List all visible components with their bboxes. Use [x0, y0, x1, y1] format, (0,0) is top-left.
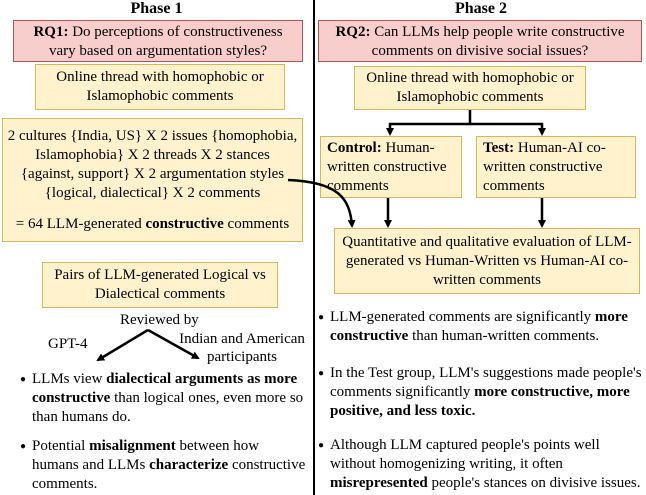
- matrix-text: 2 cultures {India, US} X 2 issues {homop…: [7, 128, 298, 201]
- phase-divider: [313, 0, 315, 495]
- test-text: Human-AI co-written constructive comment…: [483, 139, 606, 194]
- p2b1-c: than human-written comments.: [408, 328, 600, 344]
- control-label: Control:: [327, 139, 382, 156]
- bullet-dot: ●: [318, 368, 325, 379]
- arrow-to-gpt4: [96, 328, 149, 362]
- matrix-total-a: = 64 LLM-generated: [15, 216, 146, 232]
- p1b1-a: LLMs view: [32, 371, 107, 387]
- eval-text: Quantitative and qualitative evaluation …: [342, 233, 632, 288]
- rq1-text: Do perceptions of constructiveness vary …: [49, 24, 283, 59]
- rq1-label: RQ1:: [33, 24, 69, 40]
- phase2-thread-text: Online thread with homophobic or Islamop…: [366, 70, 574, 105]
- rq2-label: RQ2:: [335, 24, 371, 40]
- participants-label: Indian and American participants: [179, 331, 305, 365]
- phase2-bullet-3: ● Although LLM captured people's points …: [318, 436, 642, 493]
- p2b1-a: LLM-generated comments are significantly: [330, 309, 595, 325]
- arrow-thread-trunk: [386, 110, 472, 136]
- arrow-matrix-eval: [287, 178, 356, 228]
- p2b3-c: people's stances on divisive issues.: [427, 475, 641, 491]
- bullet-dot: ●: [20, 374, 27, 385]
- matrix-total: = 64 LLM-generated constructive comments: [7, 215, 298, 234]
- phase1-bullet-1: ● LLMs view dialectical arguments as mor…: [20, 370, 308, 427]
- phase2-bullet-1: ● LLM-generated comments are significant…: [318, 308, 642, 346]
- p2b2-a: In the Test group, LLM's suggestions mad…: [330, 365, 642, 400]
- matrix-total-b: constructive: [145, 216, 224, 232]
- eval-box: Quantitative and qualitative evaluation …: [334, 228, 640, 294]
- p1b1-c: than logical ones, even more so than hum…: [32, 390, 304, 425]
- phase2-thread-box: Online thread with homophobic or Islamop…: [354, 66, 586, 110]
- p1b2-d: characterize: [149, 457, 229, 473]
- p1b1-b: dialectical arguments as more constructi…: [32, 371, 298, 406]
- pairs-text: Pairs of LLM-generated Logical vs Dialec…: [54, 267, 266, 302]
- p1b2-b: misalignment: [89, 438, 176, 454]
- phase2-title: Phase 2: [455, 0, 507, 17]
- p1b2-c: between how humans and LLMs: [32, 438, 260, 473]
- bullet-dot: ●: [318, 440, 325, 451]
- rq1-box: RQ1: Do perceptions of constructiveness …: [13, 20, 303, 62]
- phase2-bullet-2: ● In the Test group, LLM's suggestions m…: [318, 364, 642, 421]
- p1b2-e: constructive comments.: [32, 457, 306, 492]
- matrix-total-c: comments: [223, 216, 290, 232]
- bullet-dot: ●: [318, 312, 325, 323]
- phase1-thread-text: Online thread with homophobic or Islamop…: [56, 69, 264, 104]
- bullet-dot: ●: [20, 441, 27, 452]
- test-box: Test: Human-AI co-written constructive c…: [476, 136, 636, 198]
- p2b3-b: misrepresented: [330, 475, 428, 491]
- pairs-box: Pairs of LLM-generated Logical vs Dialec…: [42, 262, 278, 308]
- p2b1-b: more constructive: [330, 309, 628, 344]
- rq2-box: RQ2: Can LLMs help people write construc…: [318, 20, 642, 62]
- arrow-thread-test: [470, 122, 546, 136]
- rq2-text: Can LLMs help people write constructive …: [370, 24, 625, 59]
- gpt4-label: GPT-4: [48, 336, 88, 352]
- matrix-box: 2 cultures {India, US} X 2 issues {homop…: [2, 118, 303, 242]
- reviewed-by-label: Reviewed by: [120, 312, 199, 328]
- phase1-title: Phase 1: [130, 0, 183, 17]
- phase1-thread-box: Online thread with homophobic or Islamop…: [35, 64, 285, 110]
- control-box: Control: Human-written constructive comm…: [320, 136, 462, 198]
- arrow-to-participants: [147, 328, 200, 360]
- p1b2-a: Potential: [32, 438, 90, 454]
- phase1-bullet-2: ● Potential misalignment between how hum…: [20, 437, 308, 494]
- control-text: Human-written constructive comments: [327, 139, 447, 194]
- p2b3-a: Although LLM captured people's points we…: [330, 437, 600, 472]
- test-label: Test:: [483, 139, 515, 156]
- p2b2-b: more constructive, more positive, and le…: [330, 384, 630, 419]
